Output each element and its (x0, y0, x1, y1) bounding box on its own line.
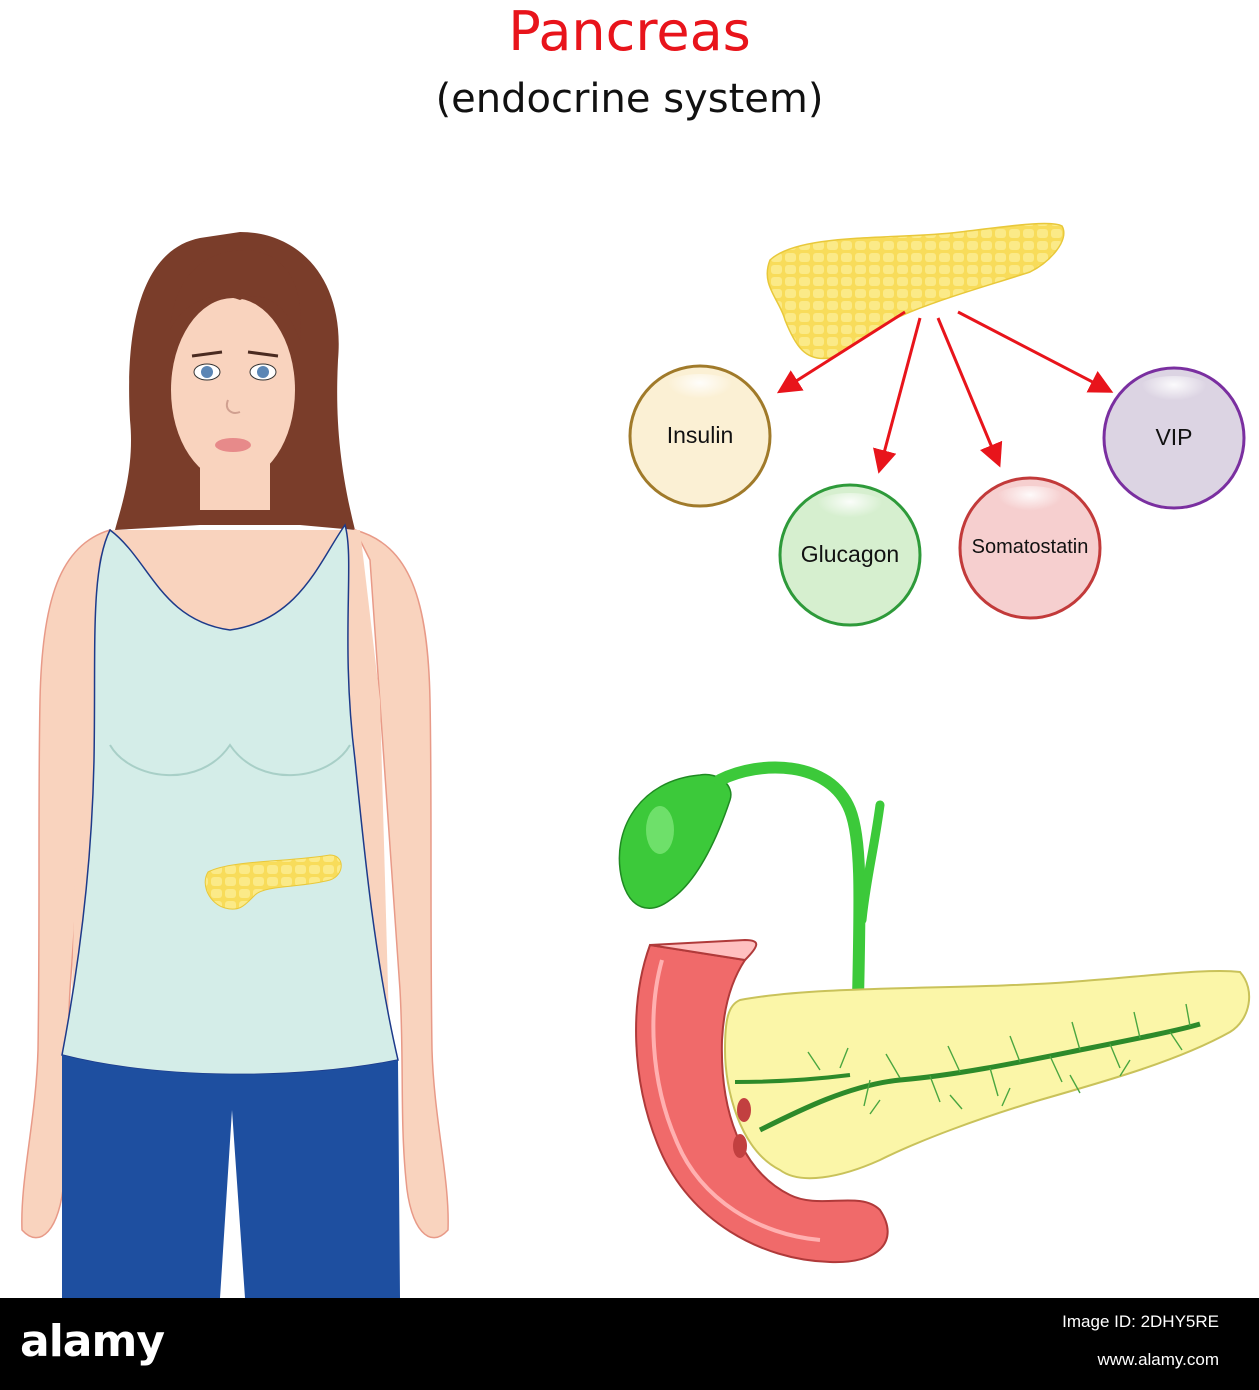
arrow-to-vip (958, 312, 1108, 390)
left-iris (201, 366, 213, 378)
minor-papilla-opening (733, 1134, 747, 1158)
hormone-label-somatostatin: Somatostatin (960, 536, 1100, 559)
mouth (215, 438, 251, 452)
gallbladder (619, 775, 730, 909)
hormone-label-insulin: Insulin (640, 422, 760, 449)
brand-logo: alamy (20, 1316, 164, 1367)
right-iris (257, 366, 269, 378)
hepatic-duct (862, 805, 880, 920)
footer-bar: alamy Image ID: 2DHY5RE www.alamy.com (0, 1298, 1259, 1390)
woman-illustration (22, 232, 448, 1298)
arrow-to-glucagon (880, 318, 920, 468)
ampulla-opening (737, 1098, 751, 1122)
site-url-text: www.alamy.com (1097, 1350, 1219, 1370)
pancreas-anatomy (619, 768, 1249, 1263)
diagram-canvas (0, 0, 1259, 1298)
hormone-label-glucagon: Glucagon (790, 541, 910, 568)
anatomy-pancreas (725, 971, 1249, 1178)
face (171, 298, 295, 482)
jeans (62, 1055, 400, 1298)
gallbladder-highlight (646, 806, 674, 854)
arrow-to-somatostatin (938, 318, 998, 462)
image-id-text: Image ID: 2DHY5RE (1062, 1312, 1219, 1332)
hormone-label-vip: VIP (1124, 424, 1224, 451)
